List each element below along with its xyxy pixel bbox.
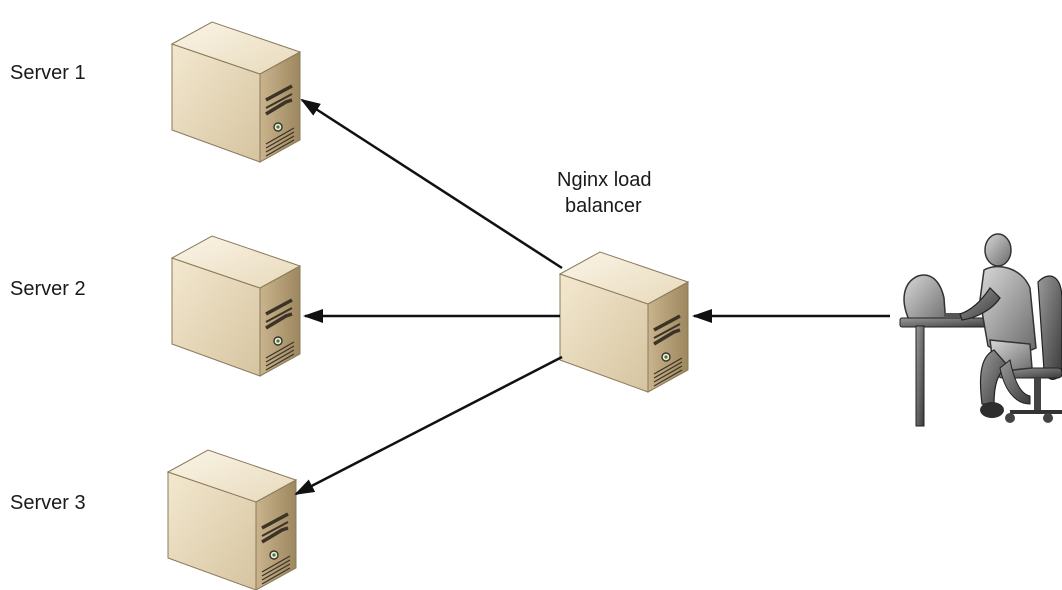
server-1-icon	[170, 20, 302, 164]
load-balancer-label: Nginx load balancer	[557, 167, 652, 219]
server-1-label: Server 1	[10, 62, 86, 84]
arrow-lb-to-server-1	[300, 98, 563, 270]
server-3-icon	[166, 448, 298, 590]
user-at-computer-icon	[899, 233, 1062, 427]
arrow-lb-to-server-3	[294, 355, 563, 496]
server-3-label: Server 3	[10, 492, 86, 514]
server-2-label: Server 2	[10, 278, 86, 300]
load-balancer-label-line-2: balancer	[565, 195, 642, 217]
load-balancer-server-icon	[558, 250, 690, 394]
server-2-icon	[170, 234, 302, 378]
load-balancer-label-line-1: Nginx load	[557, 169, 652, 191]
